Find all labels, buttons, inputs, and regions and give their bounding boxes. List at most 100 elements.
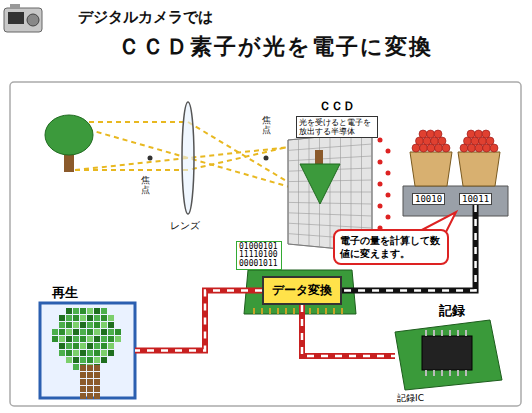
chip-pin xyxy=(285,308,287,314)
electron-dots xyxy=(386,193,391,198)
chip-pin xyxy=(449,330,451,336)
pixel-tree xyxy=(73,336,79,342)
pixel-tree xyxy=(115,336,121,342)
pixel-tree xyxy=(101,308,107,314)
pixel-tree xyxy=(94,329,100,335)
pixel-tree xyxy=(80,308,86,314)
circuit-board xyxy=(395,320,502,390)
pixel-tree xyxy=(87,322,93,328)
cable xyxy=(135,291,262,351)
bucket xyxy=(458,152,500,186)
focus-label: 焦点 xyxy=(141,176,150,196)
pixel-tree xyxy=(94,393,100,399)
camera-icon xyxy=(8,12,24,24)
pixel-tree xyxy=(94,372,100,378)
pixel-tree xyxy=(94,308,100,314)
playback-image xyxy=(40,303,135,398)
chip-pin xyxy=(425,330,427,336)
bucket xyxy=(482,130,490,138)
pixel-tree xyxy=(52,336,58,342)
pixel-tree xyxy=(80,336,86,342)
title: ＣＣＤ素子が光を電子に変換 xyxy=(118,32,433,62)
chip-pin xyxy=(457,330,459,336)
pixel-tree xyxy=(87,308,93,314)
chip-pin xyxy=(317,308,319,314)
light-rays xyxy=(75,144,318,170)
chip-pin xyxy=(333,308,335,314)
bucket xyxy=(410,130,500,186)
electron-dots xyxy=(378,182,383,187)
inverted-tree xyxy=(300,150,340,204)
bucket xyxy=(419,130,427,138)
focus-label: 焦点 xyxy=(262,116,271,136)
tree xyxy=(45,115,93,155)
cable xyxy=(302,305,395,356)
bucket xyxy=(475,130,483,138)
pixel-tree xyxy=(94,322,100,328)
pixel-tree xyxy=(101,315,107,321)
node-text: 記録 xyxy=(439,302,465,320)
ccd-grid xyxy=(288,156,372,161)
pixel-tree xyxy=(66,315,72,321)
pixel-tree xyxy=(80,329,86,335)
pixel-tree xyxy=(108,329,114,335)
bucket xyxy=(410,152,452,186)
pixel-tree xyxy=(94,364,100,370)
pixel-tree xyxy=(80,350,86,356)
inverted-tree xyxy=(300,164,340,204)
chip-pin xyxy=(433,370,435,376)
pixel-tree xyxy=(80,365,86,371)
node-text: 電子の量を計算して数値に変えます。 xyxy=(340,234,442,260)
pixel-tree xyxy=(101,322,107,328)
pixel-tree xyxy=(59,315,65,321)
inverted-tree xyxy=(315,150,323,164)
pixel-tree xyxy=(101,357,107,363)
electron-dots xyxy=(386,149,391,154)
node-text: 再生 xyxy=(52,284,78,302)
pixel-tree xyxy=(66,336,72,342)
ccd-grid xyxy=(288,192,372,193)
pixel-tree xyxy=(80,386,86,392)
pixel-tree xyxy=(80,364,86,370)
pixel-tree xyxy=(59,336,65,342)
ccd-grid xyxy=(288,223,372,228)
chip-pin xyxy=(269,308,271,314)
value-display: 10011 xyxy=(459,193,492,205)
chip-pin xyxy=(441,330,443,336)
pixel-tree xyxy=(59,343,65,349)
ccd-sensor: ＣＣＤ光を受けると電子を放出する半導体 xyxy=(296,98,378,138)
binary-data: 01000101 11110100 00001011 xyxy=(236,241,282,270)
pixel-tree xyxy=(66,329,72,335)
pixel-tree xyxy=(52,308,121,399)
camera-icon xyxy=(27,14,39,26)
callout-box: 電子の量を計算して数値に変えます。 xyxy=(333,229,449,265)
tree xyxy=(45,115,93,172)
playback-box: 再生 xyxy=(40,303,135,398)
pixel-tree xyxy=(59,322,65,328)
ccd-grid xyxy=(288,144,372,150)
pixel-tree xyxy=(59,329,65,335)
pixel-tree xyxy=(80,343,86,349)
pixel-tree xyxy=(87,357,93,363)
pixel-tree xyxy=(94,357,100,363)
pixel-tree xyxy=(80,357,86,363)
chip-pin xyxy=(465,370,467,376)
cable-stripe xyxy=(302,305,395,356)
pixel-tree xyxy=(66,322,72,328)
pixel-tree xyxy=(66,308,72,314)
bucket xyxy=(467,130,475,138)
pixel-tree xyxy=(73,343,79,349)
pixel-tree xyxy=(80,372,86,378)
pixel-tree xyxy=(115,329,121,335)
bucket xyxy=(427,130,435,138)
node-body: 記録IC xyxy=(397,392,424,405)
node-text: 01000101 11110100 00001011 xyxy=(239,243,279,268)
focal-point xyxy=(264,156,269,161)
pixel-tree xyxy=(66,357,72,363)
ccd-grid xyxy=(288,213,372,216)
pixel-tree xyxy=(73,322,79,328)
pixel-tree xyxy=(94,379,100,385)
